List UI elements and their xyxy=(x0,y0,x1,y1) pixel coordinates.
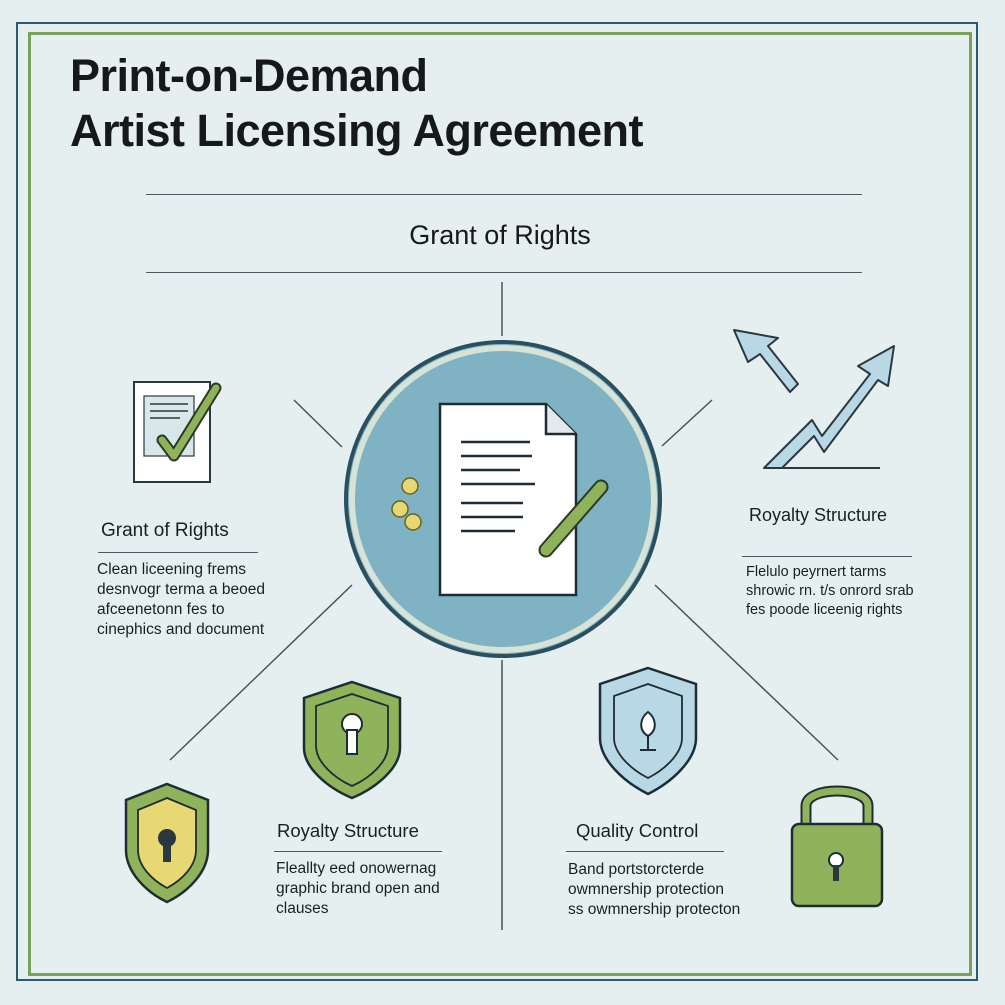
grant-of-rights-desc-line: desnvogr terma a beoed xyxy=(97,581,266,598)
grant-of-rights-desc-line: cinephics and document xyxy=(97,621,265,638)
padlock-icon xyxy=(790,785,884,908)
yellow-shield-icon xyxy=(124,782,210,904)
connector-bottom-right xyxy=(654,584,839,761)
royalty-structure-description-right: Flelulo peyrnert tarms shrowic rn. t/s o… xyxy=(746,563,914,620)
inner-frame xyxy=(28,32,972,976)
quality-control-underline xyxy=(566,851,724,852)
document-check-icon xyxy=(133,381,222,483)
quality-control-description: Band portstorcterde owmnership protectio… xyxy=(568,860,740,920)
royalty-desc-line: shrowic rn. t/s onrord srab xyxy=(746,583,914,599)
royalty-structure-title-bottom: Royalty Structure xyxy=(277,820,419,841)
royalty-structure-underline-bottom xyxy=(274,851,442,852)
royalty-bottom-desc-line: clauses xyxy=(276,900,329,917)
connector-top-right xyxy=(661,399,713,447)
quality-control-desc-line: ss owmnership protecton xyxy=(568,901,741,918)
grant-of-rights-desc-line: afceenetonn fes to xyxy=(97,601,225,618)
connector-top-left xyxy=(293,399,343,448)
contract-pen-icon xyxy=(344,340,662,658)
royalty-structure-description-bottom: Fleallty eed onowernag graphic brand ope… xyxy=(276,859,440,919)
royalty-structure-underline-right xyxy=(742,556,912,557)
royalty-structure-title-right: Royalty Structure xyxy=(749,505,888,525)
page-title: Print-on-Demand Artist Licensing Agreeme… xyxy=(70,48,643,158)
quality-control-desc-line: owmnership protection xyxy=(568,881,724,898)
shield-leaf-icon xyxy=(598,666,698,796)
grant-of-rights-description: Clean liceening frems desnvogr terma a b… xyxy=(97,560,265,640)
quality-control-title: Quality Control xyxy=(576,820,699,841)
shield-keyhole-icon xyxy=(302,680,402,800)
connector-lines xyxy=(169,282,839,930)
arrows-up-icon xyxy=(733,329,895,469)
royalty-bottom-desc-line: graphic brand open and xyxy=(276,880,440,897)
royalty-desc-line: Flelulo peyrnert tarms xyxy=(746,564,887,580)
header-bottom-rule xyxy=(146,272,862,273)
title-line-2: Artist Licensing Agreement xyxy=(70,105,643,156)
title-line-1: Print-on-Demand xyxy=(70,50,428,101)
royalty-desc-line: fes poode liceenig rights xyxy=(746,602,903,618)
connector-bottom-left xyxy=(169,584,353,761)
outer-frame xyxy=(16,22,978,981)
grant-of-rights-title: Grant of Rights xyxy=(101,520,229,541)
header-label: Grant of Rights xyxy=(409,220,591,250)
header-top-rule xyxy=(146,194,862,195)
grant-of-rights-underline xyxy=(98,552,258,553)
quality-control-desc-line: Band portstorcterde xyxy=(568,861,705,878)
royalty-bottom-desc-line: Fleallty eed onowernag xyxy=(276,860,437,877)
grant-of-rights-desc-line: Clean liceening frems xyxy=(97,561,247,578)
